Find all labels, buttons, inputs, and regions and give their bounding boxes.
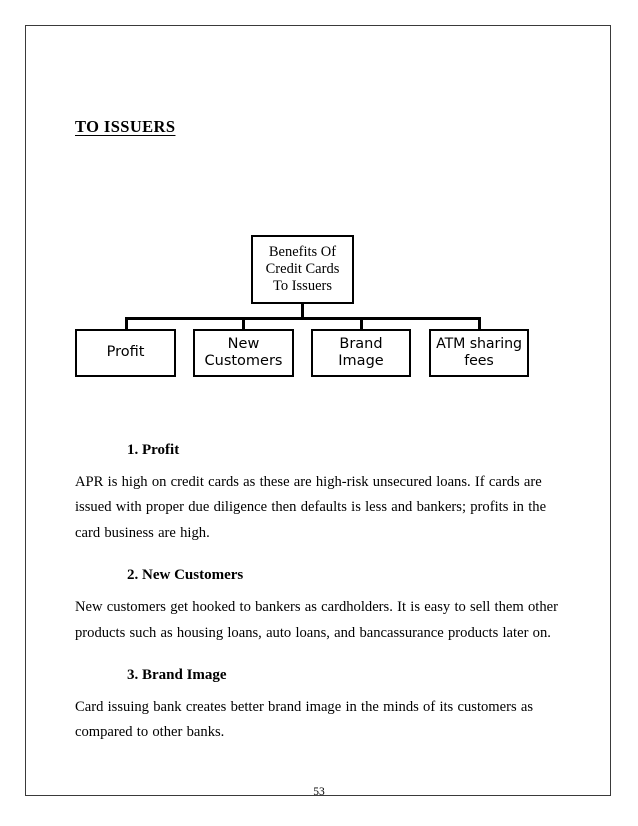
page-sheet: TO ISSUERS Benefits Of Credit Cards To I… xyxy=(25,25,611,798)
chart-node-brand-image-line1: Brand xyxy=(339,335,383,352)
section-new-customers-body: New customers get hooked to bankers as c… xyxy=(75,599,558,641)
chart-node-profit: Profit xyxy=(75,329,176,377)
section-brand-image-heading: 3. Brand Image xyxy=(127,667,227,683)
connector-drop-atm-fees xyxy=(478,318,481,329)
chart-node-new-customers: New Customers xyxy=(193,329,294,377)
page-title: TO ISSUERS xyxy=(75,117,176,137)
section-new-customers: 2. New Customers New customers get hooke… xyxy=(75,566,565,646)
chart-node-root-line2: Credit Cards xyxy=(265,260,340,277)
chart-node-root: Benefits Of Credit Cards To Issuers xyxy=(251,235,354,304)
chart-node-root-line1: Benefits Of xyxy=(268,243,337,260)
body-content: 1. Profit APR is high on credit cards as… xyxy=(75,441,565,748)
chart-node-atm-sharing-fees: ATM sharing fees xyxy=(429,329,529,377)
connector-drop-profit xyxy=(125,318,128,329)
chart-node-brand-image-line2: Image xyxy=(338,353,384,369)
connector-stem xyxy=(301,304,304,318)
chart-node-atm-sharing-fees-line2: fees xyxy=(464,353,494,369)
section-brand-image-body: Card issuing bank creates better brand i… xyxy=(75,698,534,741)
section-new-customers-heading: 2. New Customers xyxy=(127,567,244,584)
chart-node-atm-sharing-fees-line1: ATM sharing xyxy=(436,336,522,353)
chart-node-new-customers-line2: Customers xyxy=(204,353,283,369)
section-profit-heading: 1. Profit xyxy=(127,442,180,458)
section-profit: 1. Profit APR is high on credit cards as… xyxy=(75,441,565,546)
section-brand-image: 3. Brand Image Card issuing bank creates… xyxy=(75,666,565,746)
connector-drop-new-customers xyxy=(242,318,245,329)
page-number: 53 xyxy=(313,786,325,798)
chart-node-new-customers-line1: New xyxy=(227,335,260,352)
chart-node-root-line3: To Issuers xyxy=(272,278,332,295)
chart-node-profit-line1: Profit xyxy=(106,344,145,361)
connector-drop-brand-image xyxy=(360,318,363,329)
chart-node-brand-image: Brand Image xyxy=(311,329,411,377)
connector-horizontal-bus xyxy=(125,317,481,320)
section-profit-body: APR is high on credit cards as these are… xyxy=(75,473,547,541)
